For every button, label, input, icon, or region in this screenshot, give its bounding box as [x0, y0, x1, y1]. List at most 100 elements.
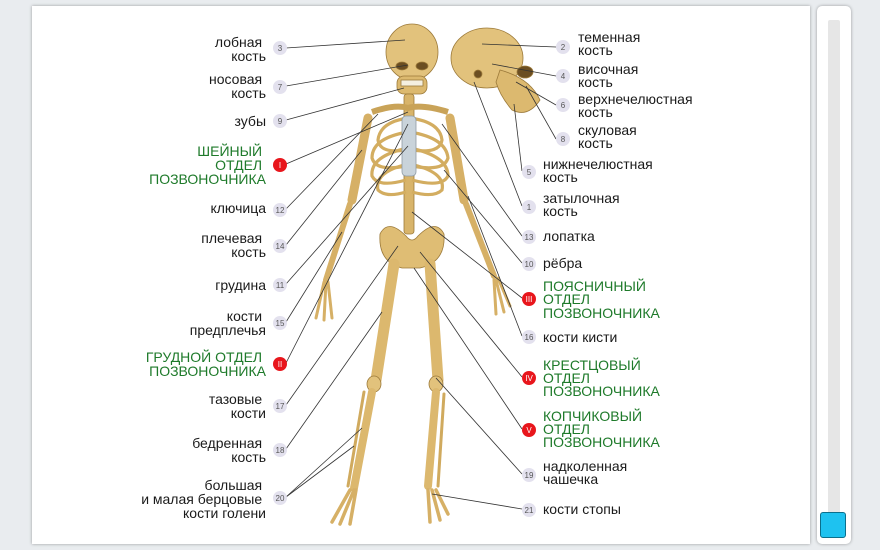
svg-text:10: 10	[525, 260, 534, 269]
marker-16[interactable]: 16	[522, 330, 536, 344]
vertical-scrollbar[interactable]	[817, 6, 851, 544]
svg-text:6: 6	[561, 101, 566, 110]
label-maxilla: верхнечелюстная кость	[578, 91, 696, 120]
svg-text:9: 9	[278, 117, 283, 126]
label-teeth: зубы	[235, 113, 267, 129]
marker-13[interactable]: 13	[522, 230, 536, 244]
svg-text:4: 4	[561, 72, 566, 81]
svg-text:1: 1	[527, 203, 532, 212]
marker-10[interactable]: 10	[522, 257, 536, 271]
marker-12[interactable]: 12	[273, 203, 287, 217]
hand-left	[314, 280, 334, 322]
label-clavicle: ключица	[210, 200, 266, 216]
svg-text:17: 17	[276, 402, 285, 411]
label-mandible: нижнечелюстная кость	[543, 156, 657, 185]
svg-text:II: II	[278, 360, 282, 369]
fibula-right	[436, 392, 446, 488]
label-zygomatic-bone: скуловая кость	[578, 122, 641, 151]
marker-9[interactable]: 9	[273, 114, 287, 128]
svg-text:13: 13	[525, 233, 534, 242]
label-parietal-bone: теменная кость	[578, 29, 644, 58]
svg-text:5: 5	[527, 168, 532, 177]
marker-II[interactable]: II	[273, 357, 287, 371]
svg-text:3: 3	[278, 44, 283, 53]
skull-side-ear-hole	[473, 69, 483, 79]
svg-text:20: 20	[276, 494, 285, 503]
label-shin-bones: большая и малая берцовые кости голени	[141, 477, 266, 521]
clavicles	[371, 103, 449, 115]
marker-IV[interactable]: IV	[522, 371, 536, 385]
femur-right	[424, 258, 444, 386]
svg-text:IV: IV	[525, 374, 533, 383]
marker-14[interactable]: 14	[273, 239, 287, 253]
marker-20[interactable]: 20	[273, 491, 287, 505]
svg-text:18: 18	[276, 446, 285, 455]
svg-text:12: 12	[276, 206, 285, 215]
diagram-card	[32, 6, 810, 544]
svg-text:14: 14	[276, 242, 285, 251]
forearm-right	[463, 201, 497, 279]
svg-text:I: I	[279, 161, 281, 170]
label-humerus: плечевая кость	[201, 230, 266, 260]
marker-3[interactable]: 3	[273, 41, 287, 55]
label-forearm-bones: кости предплечья	[190, 308, 266, 338]
label-frontal-bone: лобная кость	[215, 34, 266, 64]
svg-text:7: 7	[278, 83, 283, 92]
marker-4[interactable]: 4	[556, 69, 570, 83]
marker-I[interactable]: I	[273, 158, 287, 172]
marker-III[interactable]: III	[522, 292, 536, 306]
svg-text:III: III	[526, 295, 533, 304]
pelvis	[379, 226, 445, 269]
marker-21[interactable]: 21	[522, 503, 536, 517]
skull-side-orbit	[516, 65, 534, 79]
marker-17[interactable]: 17	[273, 399, 287, 413]
tibia-left	[350, 388, 376, 492]
marker-7[interactable]: 7	[273, 80, 287, 94]
svg-text:V: V	[526, 426, 532, 435]
humerus-left	[347, 113, 373, 205]
sternum	[401, 115, 417, 177]
leader-lines	[285, 39, 557, 510]
marker-18[interactable]: 18	[273, 443, 287, 457]
marker-11[interactable]: 11	[273, 278, 287, 292]
label-hand-bones: кости кисти	[543, 329, 617, 345]
label-scapula: лопатка	[543, 228, 595, 244]
femur-left	[370, 258, 400, 386]
marker-8[interactable]: 8	[556, 132, 570, 146]
fibula-left	[346, 390, 366, 488]
label-foot-bones: кости стопы	[543, 501, 621, 517]
label-patella: надколенная чашечка	[543, 458, 631, 487]
marker-V[interactable]: V	[522, 423, 536, 437]
skeleton-illustration	[314, 23, 541, 526]
label-coccygeal-spine: КОПЧИКОВЫЙ ОТДЕЛ ПОЗВОНОЧНИКА	[543, 407, 661, 450]
svg-text:15: 15	[276, 319, 285, 328]
eye-socket-right	[415, 61, 429, 71]
marker-19[interactable]: 19	[522, 468, 536, 482]
marker-1[interactable]: 1	[522, 200, 536, 214]
skull-side-jaw	[495, 69, 541, 113]
label-pelvic-bones: тазовые кости	[209, 391, 266, 421]
label-sternum: грудина	[215, 277, 266, 293]
markers: 3 7 9 I 12 14 11 15 II 17 18 20 2 4 6 8 …	[273, 40, 570, 517]
marker-2[interactable]: 2	[556, 40, 570, 54]
ribcage	[370, 116, 450, 197]
left-labels: лобная кость носовая кость зубы ШЕЙНЫЙ О…	[141, 34, 266, 521]
scrollbar-thumb[interactable]	[820, 512, 846, 538]
foot-left	[330, 488, 358, 526]
marker-6[interactable]: 6	[556, 98, 570, 112]
svg-text:21: 21	[525, 506, 534, 515]
skull-front	[385, 23, 439, 81]
scrollbar-rail[interactable]	[828, 20, 840, 514]
label-temporal-bone: височная кость	[578, 61, 642, 90]
hand-right	[492, 276, 512, 316]
svg-text:8: 8	[561, 135, 566, 144]
label-nasal-bone: носовая кость	[209, 71, 266, 101]
marker-5[interactable]: 5	[522, 165, 536, 179]
right-labels: теменная кость височная кость верхнечелю…	[543, 29, 696, 517]
svg-text:19: 19	[525, 471, 534, 480]
label-lumbar-spine: ПОЯСНИЧНЫЙ ОТДЕЛ ПОЗВОНОЧНИКА	[543, 277, 661, 321]
svg-text:11: 11	[276, 281, 285, 290]
label-occipital-bone: затылочная кость	[543, 190, 623, 219]
marker-15[interactable]: 15	[273, 316, 287, 330]
